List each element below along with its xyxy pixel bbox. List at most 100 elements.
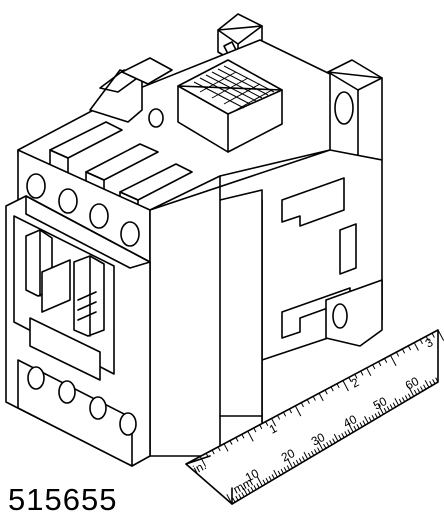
ruler-inch-tick: [401, 348, 406, 354]
ruler-inch-tick: [413, 342, 419, 351]
ruler-mm-tick: [277, 470, 281, 476]
ruler-mm-tick: [311, 450, 315, 456]
ruler-mm-tick: [414, 389, 418, 395]
ruler-inch-tick: [389, 354, 397, 366]
ruler-mm-tick: [238, 493, 242, 499]
ruler-mm-tick: [317, 447, 321, 453]
ruler-mm-tick: [377, 411, 381, 417]
ruler-inch-tick: [294, 405, 302, 417]
ruler-ticks: [199, 329, 444, 505]
ruler-mm-tick: [250, 486, 254, 492]
ruler-mm-tick: [371, 415, 375, 420]
ruler-inch-tick: [199, 455, 207, 467]
ruler-mm-tick: [317, 440, 324, 451]
ruler-inch-tick: [241, 433, 245, 439]
contactor-body: [5, 13, 383, 467]
ruler-inch-tick: [211, 449, 215, 455]
ruler-mm-tick: [323, 443, 327, 449]
ruler-mm-tick: [377, 404, 384, 415]
ruler-mm-tick: [268, 476, 272, 481]
ruler-inch-tick: [366, 367, 372, 376]
ruler-mm-tick: [408, 386, 415, 397]
ruler-mm-tick: [353, 425, 357, 431]
ruler-mm-tick: [332, 438, 336, 444]
ruler-mm-tick: [247, 488, 251, 494]
ruler-mm-tick: [392, 402, 397, 408]
ruler-inch-tick: [223, 443, 229, 452]
ruler-mm-tick: [338, 434, 342, 440]
ruler-unit-inch: in.: [191, 458, 209, 476]
ruler-mm-tick: [298, 458, 303, 463]
ruler-cm-label: 50: [371, 394, 390, 413]
ruler-inch-tick: [419, 339, 423, 345]
ruler-mm-tick: [253, 485, 257, 490]
ruler-mm-tick: [429, 380, 433, 386]
ruler-cm-label: 10: [243, 466, 262, 485]
ruler-inch-tick: [372, 364, 376, 370]
ruler-mm-tick: [364, 415, 369, 424]
ruler-inch-tick: [354, 373, 358, 379]
ruler-mm-tick: [368, 416, 372, 422]
ruler-inch-tick: [300, 402, 304, 408]
ruler-inch-tick: [330, 386, 334, 392]
ruler-mm-tick: [374, 413, 378, 419]
ruler-inch-tick: [437, 329, 444, 341]
ruler-mm-tick: [386, 406, 390, 411]
ruler-inch-tick: [378, 361, 382, 367]
ruler-mm-tick: [265, 477, 269, 483]
ruler-inch-tick: [259, 424, 263, 430]
ruler-mm-tick: [303, 451, 309, 460]
ruler-mm-tick: [356, 424, 360, 429]
ruler-inch-tick: [360, 370, 364, 376]
ruler-mm-tick: [383, 407, 387, 413]
ruler-mm-tick: [333, 433, 339, 442]
ruler-inch-tick: [348, 377, 352, 382]
ruler-mm-tick: [435, 377, 439, 383]
ruler-mm-tick: [314, 449, 318, 455]
ruler-inch-tick: [324, 389, 328, 395]
ruler-inch-tick: [270, 417, 277, 427]
ruler-mm-tick: [423, 384, 427, 390]
ruler-mm-tick: [347, 429, 351, 435]
ruler-mm-tick: [256, 476, 263, 487]
ruler-cm-label: 30: [309, 430, 328, 449]
ruler-mm-tick: [326, 441, 330, 447]
ruler-mm-tick: [241, 492, 245, 498]
ruler-cm-label: 40: [341, 412, 360, 431]
ruler-mm-tick: [226, 494, 233, 505]
ruler-mm-tick: [341, 432, 345, 438]
ruler-inch-tick: [318, 392, 324, 402]
ruler-inch-tick: [336, 383, 340, 389]
ruler-mm-tick: [362, 420, 366, 426]
ruler-inch-tick: [425, 336, 429, 341]
ruler-inch-tick: [282, 411, 287, 417]
ruler-mm-tick: [235, 495, 239, 501]
ruler-inch-tick: [253, 427, 257, 433]
ruler-inch-tick: [205, 452, 209, 458]
ruler-cm-label: 60: [403, 374, 422, 393]
ruler-mm-tick: [344, 431, 348, 437]
ruler-mm-tick: [262, 479, 266, 485]
part-number-label: 515655: [8, 482, 118, 517]
actuator-grip: [193, 65, 275, 111]
ruler-mm-tick: [432, 379, 436, 385]
ruler-mm-tick: [286, 465, 290, 471]
ruler-mm-tick: [404, 395, 409, 401]
ruler-inch-tick: [265, 421, 269, 426]
ruler-inch-tick: [384, 358, 388, 363]
ruler-inch-tick: [395, 351, 400, 357]
ruler-mm-tick: [295, 459, 300, 465]
ruler-inch-tick: [247, 430, 254, 442]
ruler-mm-tick: [401, 397, 406, 402]
ruler-inch-tick: [431, 332, 435, 338]
ruler-mm-tick: [307, 452, 312, 458]
ruler-inch-tick: [306, 399, 310, 404]
measuring-ruler: mm in. 10 20 30 40 50 60 1 2 3: [185, 329, 444, 505]
ruler-mm-tick: [232, 497, 236, 503]
ruler-mm-tick: [271, 474, 275, 480]
ruler-mm-tick: [301, 456, 306, 462]
ruler-mm-tick: [273, 469, 278, 478]
ruler-mm-tick: [329, 440, 333, 446]
ruler-mm-tick: [242, 487, 248, 496]
